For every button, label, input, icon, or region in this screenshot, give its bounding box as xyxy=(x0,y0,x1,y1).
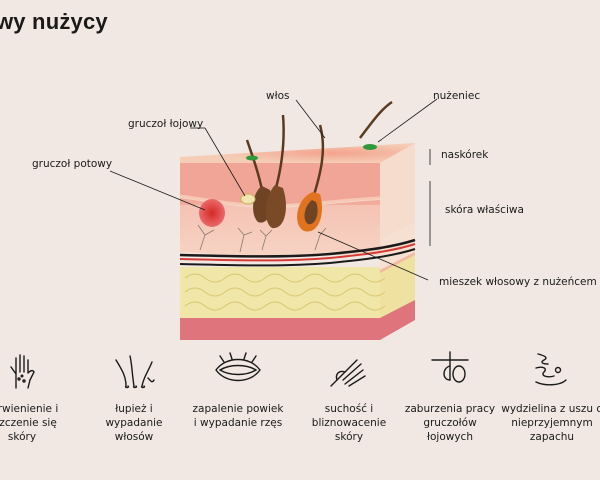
label-gruczol-lojowy: gruczoł łojowy xyxy=(128,118,203,130)
hair-shaft-mite xyxy=(359,100,393,139)
skin-top-surface xyxy=(180,143,415,163)
fat-layer xyxy=(180,267,380,318)
label-mieszek: mieszek włosowy z nużeńcem xyxy=(439,276,597,288)
label-skora-wlasciwa: skóra właściwa xyxy=(445,204,524,216)
hand-icon xyxy=(10,354,35,389)
epidermis-layer xyxy=(180,163,380,206)
eye-icon xyxy=(215,352,261,382)
hair-follicle-3 xyxy=(297,124,325,232)
label-gruczol-potowy: gruczoł potowy xyxy=(32,158,112,170)
label-wlos: włos xyxy=(266,90,289,102)
label-nuzeniec: nużeniec xyxy=(433,90,480,102)
ear-icon xyxy=(535,353,567,386)
label-naskorek: naskórek xyxy=(441,149,489,161)
pointer-lines xyxy=(109,98,438,281)
hair-follicle-2 xyxy=(265,114,286,229)
hair-roots-icon xyxy=(115,355,155,389)
demodex-mite xyxy=(363,144,377,150)
page-title: wy nużycy xyxy=(0,9,108,34)
fat-cells xyxy=(184,273,386,311)
skin-cross-section-diagram: włos nużeniec gruczoł łojowy gruczoł pot… xyxy=(32,90,597,340)
muscle-layer xyxy=(180,318,380,340)
sweat-gland xyxy=(199,199,225,227)
sebaceous-gland-icon xyxy=(431,351,469,383)
hand-touch-icon xyxy=(330,359,366,387)
nerve-fibers xyxy=(197,224,327,253)
